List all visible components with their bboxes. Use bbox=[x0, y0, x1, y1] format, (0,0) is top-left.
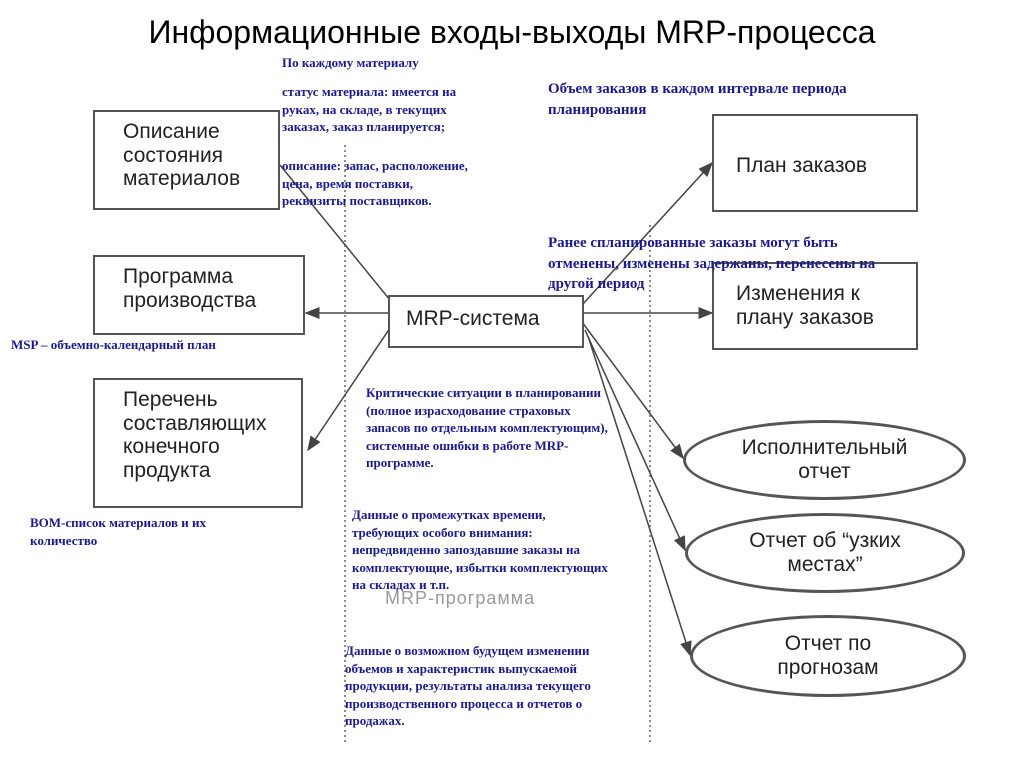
plan-changes-box: Изменения к плану заказов bbox=[712, 262, 918, 350]
arrow-mrp-to-plan bbox=[581, 161, 714, 306]
arrow-mrp-to-executive bbox=[581, 321, 684, 460]
arrow-mrp-to-forecast bbox=[587, 335, 692, 657]
note-order-volume: Объем заказов в каждом интервале периода… bbox=[548, 81, 847, 118]
production-program-label: Программа производства bbox=[123, 265, 257, 312]
note-critical-situations: Критические ситуации в планировании (пол… bbox=[366, 385, 608, 471]
mrp-system-label: MRP-система bbox=[406, 307, 540, 330]
executive-report-oval: Исполнительный отчет bbox=[683, 420, 966, 500]
components-list-label: Перечень составляющих конечного продукта bbox=[123, 388, 267, 482]
arrow-material-to-mrp bbox=[279, 164, 391, 301]
material-status-label: Описание состояния материалов bbox=[123, 120, 241, 191]
forecast-report-oval: Отчет по прогнозам bbox=[690, 615, 966, 697]
mrp-system-box: MRP-система bbox=[388, 295, 584, 348]
order-plan-label: План заказов bbox=[736, 154, 868, 177]
note-earlier-orders: Ранее спланированные заказы могут быть о… bbox=[548, 235, 876, 293]
note-msp: MSP – объемно-календарный план bbox=[11, 337, 216, 352]
production-program-box: Программа производства bbox=[93, 255, 305, 335]
note-time-intervals: Данные о промежутках времени, требующих … bbox=[352, 507, 608, 593]
mrp-program-label: MRP-программа bbox=[385, 588, 536, 608]
order-plan-box: План заказов bbox=[712, 114, 918, 212]
components-list-box: Перечень составляющих конечного продукта bbox=[93, 378, 303, 508]
plan-changes-label: Изменения к плану заказов bbox=[736, 282, 874, 329]
arrow-mrp-to-bottleneck bbox=[584, 329, 686, 552]
note-per-material: По каждому материалу bbox=[282, 55, 419, 70]
note-material-description: описание: запас, расположение, цена, вре… bbox=[282, 158, 468, 209]
bottleneck-report-oval: Отчет об “узких местах” bbox=[685, 513, 965, 593]
page-title: Информационные входы-выходы MRP-процесса bbox=[148, 14, 876, 50]
note-future-changes: Данные о возможном будущем изменении объ… bbox=[345, 643, 591, 729]
material-status-box: Описание состояния материалов bbox=[93, 110, 280, 210]
note-bom: BOM-список материалов и их количество bbox=[30, 515, 207, 548]
note-material-status: статус материала: имеется на руках, на с… bbox=[282, 84, 457, 135]
arrow-mrp-to-components bbox=[307, 327, 391, 452]
